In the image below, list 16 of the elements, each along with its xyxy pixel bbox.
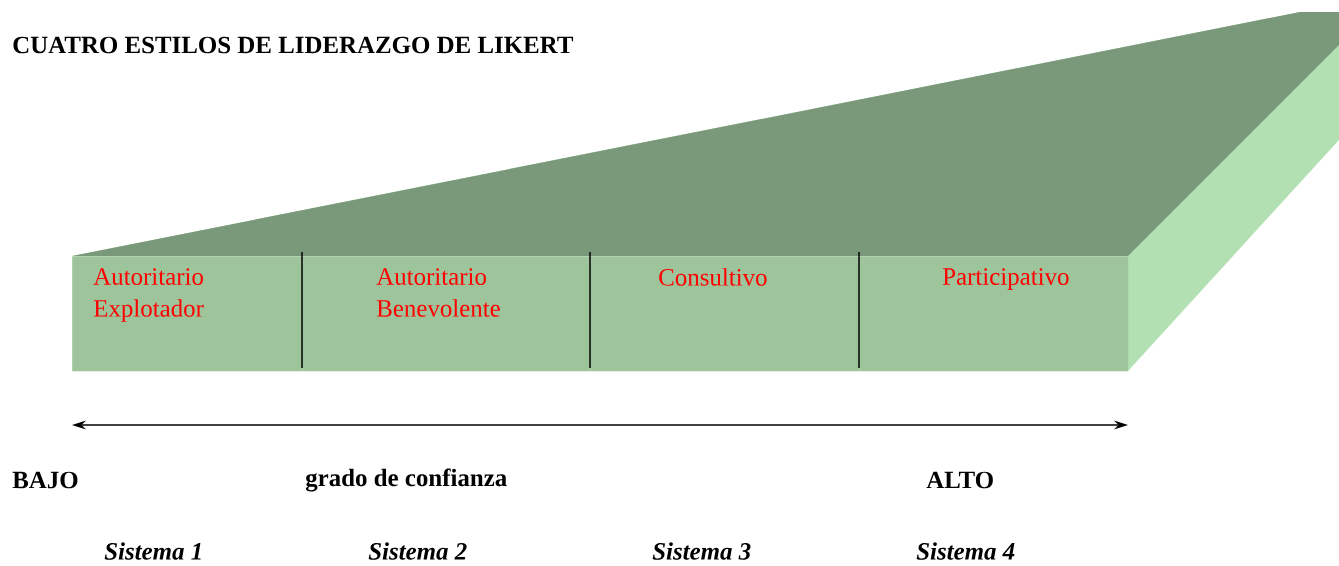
node-label: Participativo — [942, 268, 1069, 290]
scale-label: BAJO — [12, 471, 78, 489]
system-label: Sistema 2 — [368, 542, 467, 560]
scale-label: ALTO — [926, 471, 993, 489]
system-label: Sistema 3 — [652, 542, 751, 560]
system-label: Sistema 1 — [104, 542, 201, 560]
node-label: Consultivo — [659, 268, 767, 286]
cell-box: Participativo — [859, 256, 1129, 372]
cell-box: Autoritario Explotador — [72, 256, 303, 372]
node-label: Autoritario Explotador — [93, 268, 204, 322]
axis-label: grado de confianza — [305, 468, 507, 492]
cell-box: Autoritario Benevolente — [302, 256, 591, 372]
cell-box: Consultivo — [590, 256, 860, 372]
system-label: Sistema 4 — [916, 542, 1015, 560]
node-label: Autoritario Benevolente — [376, 268, 500, 317]
title: CUATRO ESTILOS DE LIDERAZGO DE LIKERT — [13, 36, 574, 54]
